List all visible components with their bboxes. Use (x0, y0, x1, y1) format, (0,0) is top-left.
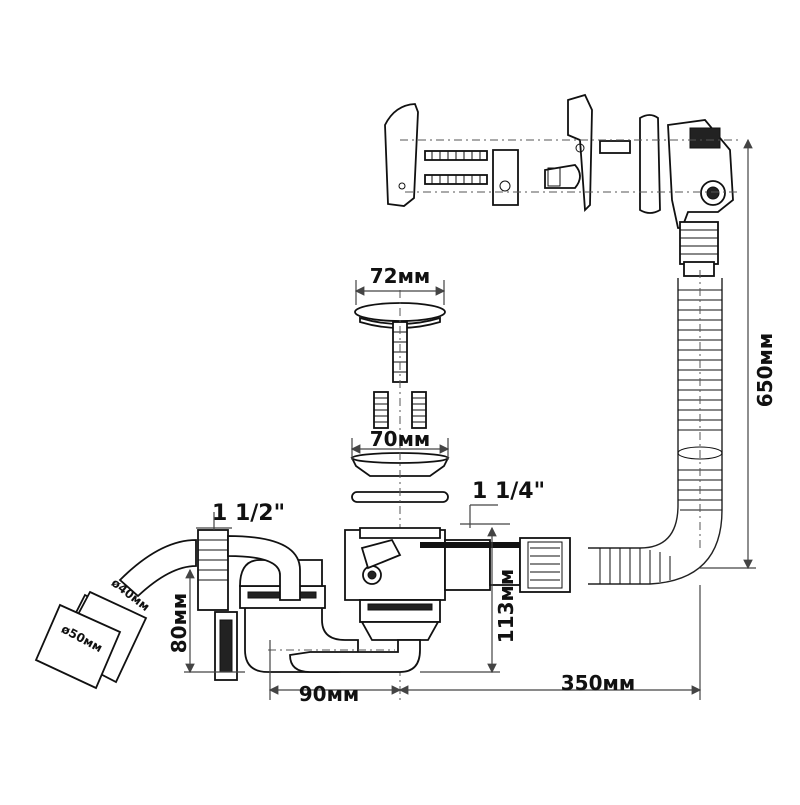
overflow-neck (679, 221, 719, 265)
label-thread-1-1-4: 1 1/4" (472, 479, 545, 504)
label-80mm: 80мм (167, 593, 191, 654)
overflow-cover (384, 103, 419, 207)
overflow-hose (588, 270, 723, 585)
label-thread-1-1-2: 1 1/2" (212, 501, 285, 526)
plug-assembly (350, 302, 450, 503)
label-650mm: 650мм (753, 333, 777, 407)
siphon-body (34, 527, 571, 690)
overflow-bracket (492, 149, 519, 206)
label-90mm: 90мм (299, 682, 360, 706)
label-350mm: 350мм (561, 671, 635, 695)
overflow-lever (544, 164, 581, 189)
dimensions (184, 138, 756, 700)
overflow-assembly (384, 93, 734, 277)
label-72mm: 72мм (370, 264, 431, 288)
overflow-gasket (639, 114, 661, 214)
overflow-plate (567, 93, 593, 213)
label-70mm: 70мм (370, 427, 431, 451)
label-113mm: 113мм (494, 569, 518, 643)
